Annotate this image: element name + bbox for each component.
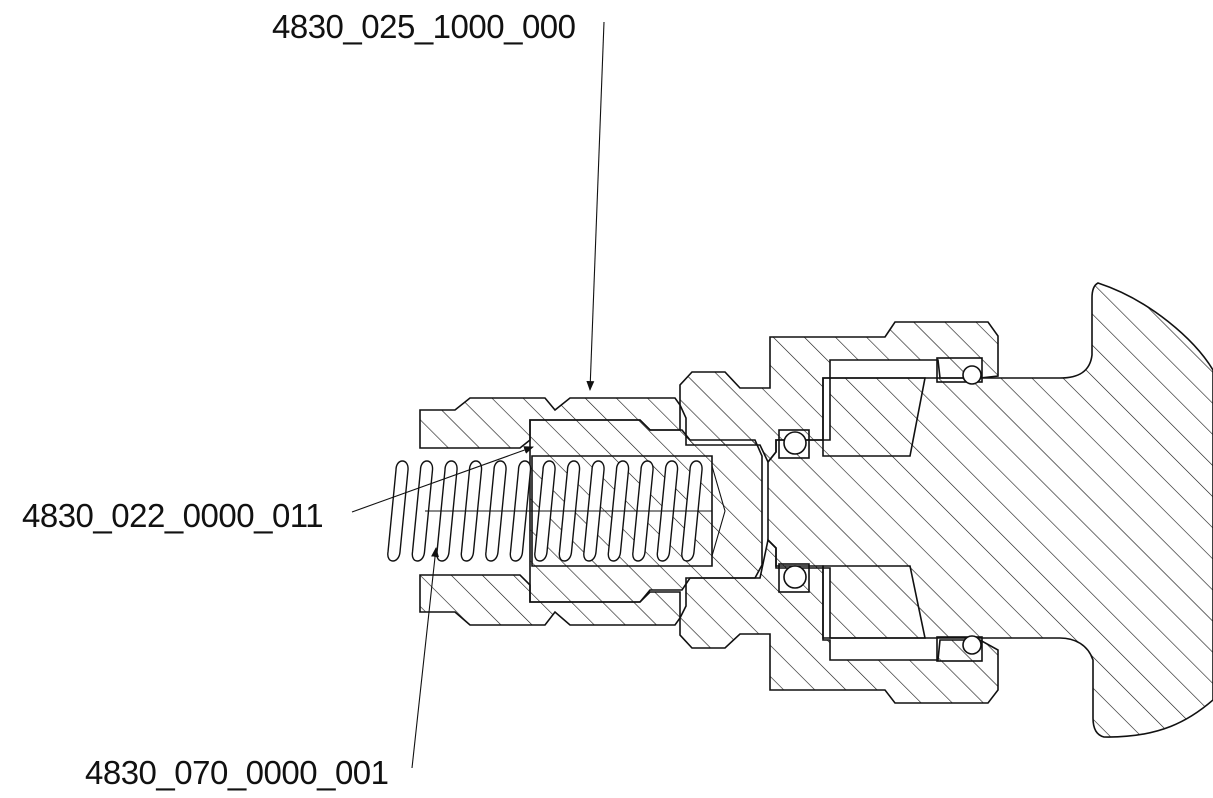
- leader-line-middle: [351, 446, 534, 513]
- callout-label-bottom: 4830_070_0000_001: [85, 754, 389, 791]
- leader-line-bottom: [411, 547, 439, 769]
- callout-label-top: 4830_025_1000_000: [272, 8, 576, 45]
- o-rings: [778, 357, 983, 662]
- spring-coil: [411, 460, 434, 562]
- spring-coil: [387, 460, 409, 562]
- callout-label-middle: 4830_022_0000_011: [22, 497, 323, 534]
- sleeve: [419, 397, 681, 626]
- leader-line-top: [586, 21, 605, 391]
